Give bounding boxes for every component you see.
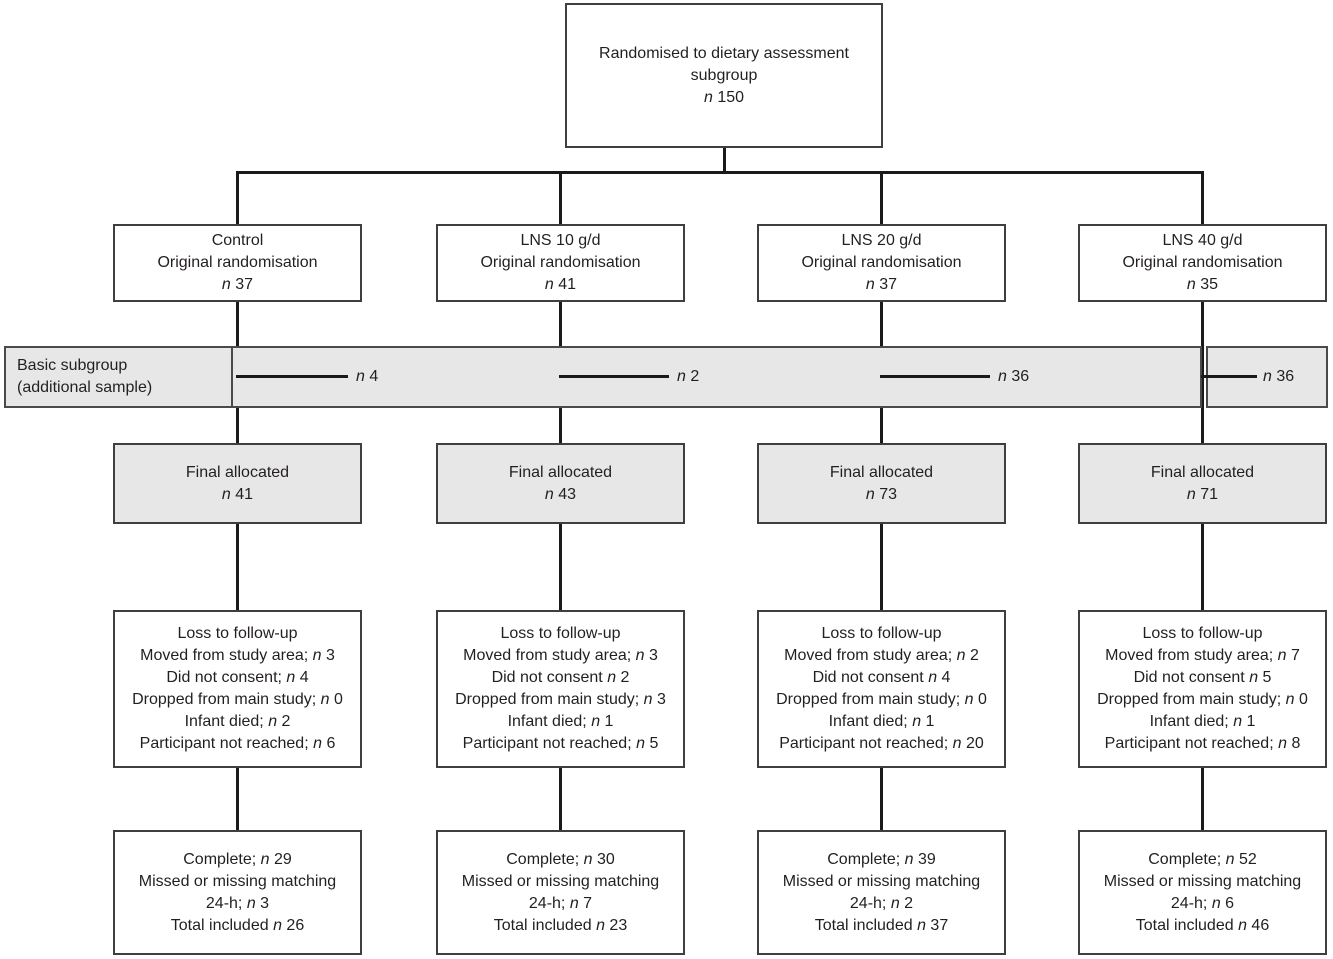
- connector-drop-arm4: [1201, 173, 1204, 224]
- connector-top-horizontal: [236, 171, 1204, 174]
- branch-line-arm4: [1201, 375, 1257, 378]
- connector-drop-arm2: [559, 173, 562, 224]
- basic-subgroup-n-arm2: n 2: [677, 368, 700, 385]
- connector-arm2-to-loss: [559, 524, 562, 610]
- basic-subgroup-n-arm3: n 36: [998, 368, 1030, 385]
- branch-line-arm1: [236, 375, 348, 378]
- basic-subgroup-label-box: Basic subgroup(additional sample): [4, 346, 233, 408]
- connector-drop-arm1: [236, 173, 239, 224]
- connector-arm3-to-outcome: [880, 768, 883, 830]
- basic-subgroup-n-arm1: n 4: [356, 368, 379, 385]
- connector-arm3-to-loss: [880, 524, 883, 610]
- connector-arm4-to-loss: [1201, 524, 1204, 610]
- branch-line-arm2: [559, 375, 669, 378]
- connector-drop-arm3: [880, 173, 883, 224]
- basic-subgroup-n-arm4: n 36: [1263, 368, 1295, 385]
- connector-arm1-to-loss: [236, 524, 239, 610]
- connector-top-stub: [723, 148, 726, 172]
- connector-arm2-to-outcome: [559, 768, 562, 830]
- connector-arm4-to-final: [1201, 302, 1204, 443]
- connector-arm1-to-outcome: [236, 768, 239, 830]
- connector-arm4-to-outcome: [1201, 768, 1204, 830]
- branch-line-arm3: [880, 375, 990, 378]
